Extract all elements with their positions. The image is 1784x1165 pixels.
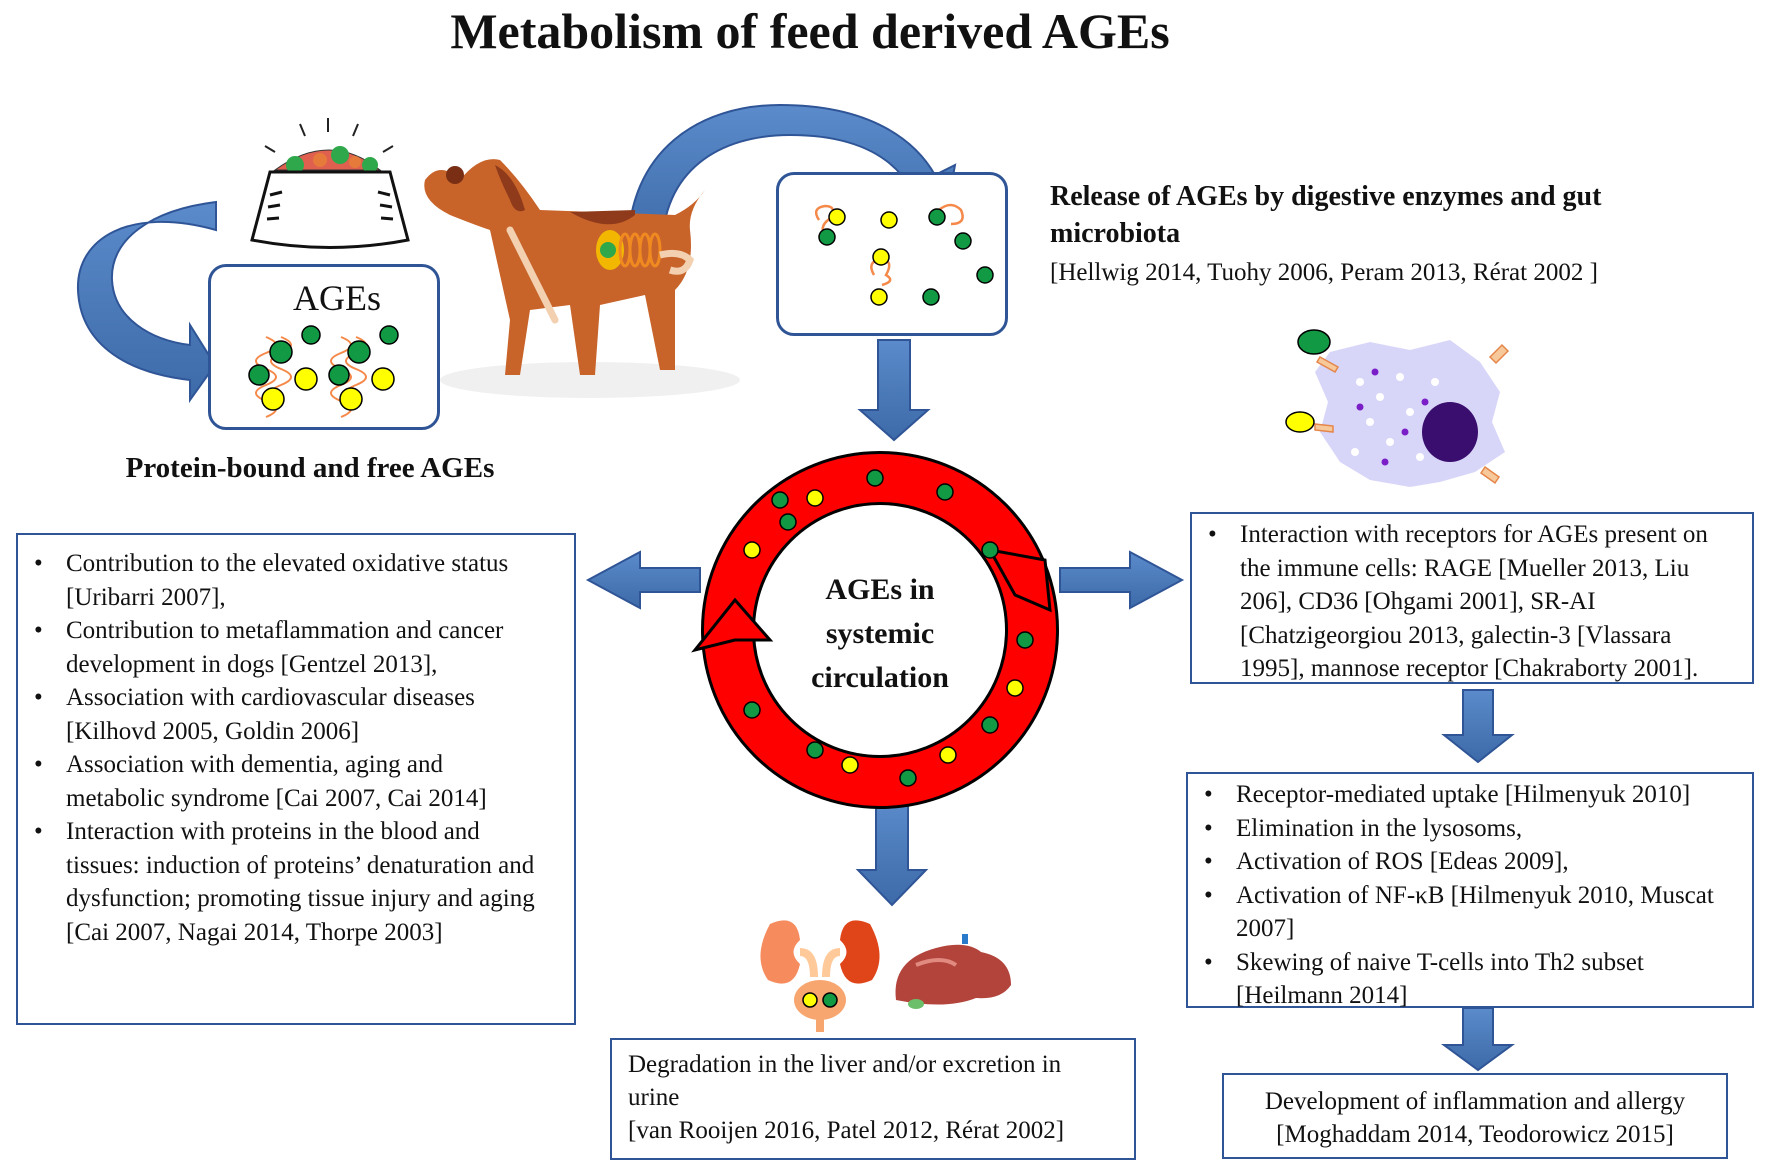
feed-caption: Protein-bound and free AGEs	[125, 452, 495, 484]
list-item: Contribution to metaflammation and cance…	[18, 614, 544, 681]
uptake-list: Receptor-mediated uptake [Hilmenyuk 2010…	[1188, 778, 1752, 1013]
list-item: Elimination in the lysosoms,	[1188, 812, 1740, 846]
right-arrow-to-receptors	[1059, 550, 1185, 610]
excretion-refs: [van Rooijen 2016, Patel 2012, Rérat 200…	[628, 1117, 1065, 1144]
list-item: Receptor-mediated uptake [Hilmenyuk 2010…	[1188, 778, 1740, 812]
down-arrow-to-excretion	[855, 799, 929, 907]
receptors-box: Interaction with receptors for AGEs pres…	[1190, 512, 1754, 684]
protein-bound-ages-icon	[248, 325, 399, 418]
inflammation-box: Development of inflammation and allergy …	[1222, 1073, 1728, 1159]
inflammation-refs: [Moghaddam 2014, Teodorowicz 2015]	[1276, 1121, 1674, 1148]
list-item: Association with cardiovascular diseases…	[18, 681, 544, 748]
list-item: Contribution to the elevated oxidative s…	[18, 547, 544, 614]
list-item: Interaction with receptors for AGEs pres…	[1192, 518, 1740, 686]
effects-list: Contribution to the elevated oxidative s…	[18, 547, 574, 949]
circulation-label-line-1: AGEs in	[825, 573, 935, 606]
feed-ages-label: AGEs	[293, 278, 381, 318]
circulation-label: AGEs in systemic circulation	[800, 568, 960, 700]
page-title: Metabolism of feed derived AGEs	[450, 3, 1170, 59]
inflammation-text: Development of inflammation and allergy	[1264, 1088, 1686, 1115]
list-item: Interaction with proteins in the blood a…	[18, 815, 544, 949]
kidney-icon	[760, 920, 880, 1032]
circulation-ring	[691, 451, 1059, 809]
curved-arrow-feed	[76, 200, 217, 404]
curved-arrow-digestion	[626, 103, 957, 251]
immune-cell-icon	[1285, 329, 1510, 487]
list-item: Activation of ROS [Edeas 2009],	[1188, 845, 1740, 879]
free-ages-icon	[814, 203, 994, 306]
excretion-box: Degradation in the liver and/or excretio…	[610, 1038, 1136, 1160]
receptors-list: Interaction with receptors for AGEs pres…	[1192, 518, 1752, 686]
feed-ages-box: AGEs	[208, 264, 440, 430]
down-arrow-to-inflammation	[1440, 1007, 1516, 1072]
liver-icon	[895, 934, 1011, 1009]
left-arrow-to-effects	[585, 550, 701, 610]
circulation-label-line-2: systemic	[825, 617, 935, 650]
list-item: Skewing of naive T-cells into Th2 subset…	[1188, 946, 1740, 1013]
dog-icon	[424, 159, 740, 398]
list-item: Activation of NF-κB [Hilmenyuk 2010, Mus…	[1188, 879, 1740, 946]
digestion-heading: Release of AGEs by digestive enzymes and…	[1050, 181, 1602, 249]
digestion-refs: [Hellwig 2014, Tuohy 2006, Peram 2013, R…	[1050, 259, 1598, 286]
down-arrow-to-circulation	[857, 339, 931, 442]
effects-box: Contribution to the elevated oxidative s…	[16, 533, 576, 1025]
circulation-label-line-3: circulation	[811, 661, 949, 694]
digestion-ages-box	[776, 172, 1008, 336]
food-bowl-icon	[250, 118, 410, 249]
uptake-box: Receptor-mediated uptake [Hilmenyuk 2010…	[1186, 772, 1754, 1009]
list-item: Association with dementia, aging and met…	[18, 748, 544, 815]
excretion-text: Degradation in the liver and/or excretio…	[628, 1051, 1062, 1111]
down-arrow-to-uptake	[1441, 689, 1515, 764]
